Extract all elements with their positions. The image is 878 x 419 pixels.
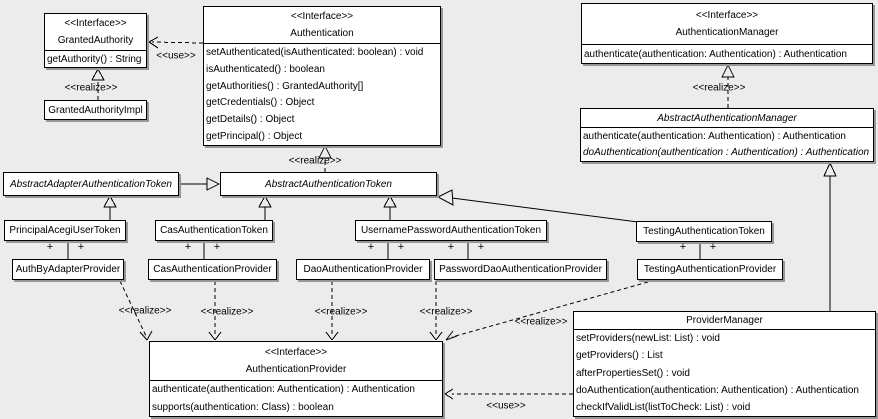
assoc-plus: + [397,241,405,253]
label-realize-abstract-token: <<realize>> [288,155,342,167]
method: checkIfValidList(listToCheck: List) : vo… [576,401,751,413]
edge-gen-adapter-token-to-abstract-token [179,177,221,191]
class-name: PrincipalAcegiUserToken [9,225,121,236]
class-name: CasAuthenticationProvider [153,264,272,275]
method: authenticate(authentication: Authenticat… [152,384,415,396]
class-provider-manager: ProviderManager setProviders(newList: Li… [573,311,876,417]
class-username-password-authentication-token: UsernamePasswordAuthenticationToken [355,220,547,241]
class-name: AbstractAuthenticationManager [657,112,797,124]
method: getPrincipal() : Object [206,131,303,143]
method: doAuthentication(authentication: Authent… [576,384,859,396]
class-abstract-adapter-authentication-token: AbstractAdapterAuthenticationToken [3,172,179,196]
class-name: DaoAuthenticationProvider [303,264,423,275]
edge-gen-principal-token-to-adapter-token [103,194,117,220]
class-name: ProviderManager [686,314,763,326]
method: getDetails() : Object [206,114,295,126]
method: getAuthority() : String [47,53,142,65]
label-realize-testingprovider: <<realize>> [514,316,568,328]
assoc-plus: + [213,241,221,253]
assoc-plus: + [679,241,687,253]
class-authentication: <<Interface>> Authentication setAuthenti… [203,6,441,146]
class-granted-authority-impl: GrantedAuthorityImpl [44,100,147,120]
class-granted-authority: <<Interface>> GrantedAuthority getAuthor… [44,13,147,68]
class-cas-authentication-provider: CasAuthenticationProvider [148,259,277,280]
assoc-plus: + [709,241,717,253]
method: afterPropertiesSet() : void [576,367,690,379]
label-realize-passworddao: <<realize>> [419,306,473,318]
class-name: AbstractAuthenticationToken [265,178,392,190]
assoc-plus: + [477,241,485,253]
edge-gen-provider-manager-to-abstract-auth-manager [823,161,837,311]
method: authenticate(authentication: Authenticat… [583,130,846,142]
method: setProviders(newList: List) : void [576,333,720,345]
method: getAuthorities() : GrantedAuthority[] [206,80,364,92]
class-name: Authentication [290,28,354,39]
class-cas-authentication-token: CasAuthenticationToken [155,220,273,241]
class-password-dao-authentication-provider: PasswordDaoAuthenticationProvider [434,259,607,280]
class-name: AbstractAdapterAuthenticationToken [10,178,172,190]
class-testing-authentication-token: TestingAuthenticationToken [636,221,772,242]
class-name: GrantedAuthority [57,35,134,46]
method: getCredentials() : Object [206,97,315,109]
class-authentication-manager: <<Interface>> AuthenticationManager auth… [581,3,873,64]
arrow-use-authentication-grantedauthority [148,36,159,49]
class-principal-acegi-user-token: PrincipalAcegiUserToken [4,220,126,241]
class-authentication-provider: <<Interface>> AuthenticationProvider aut… [149,341,443,417]
method: authenticate(authentication: Authenticat… [584,48,847,60]
stereotype: <<Interface>> [290,11,354,22]
class-name: TestingAuthenticationToken [643,226,765,237]
edge-gen-cas-token-to-abstract-token [258,194,272,220]
method: getProviders() : List [576,350,663,362]
label-use-provider-manager: <<use>> [486,400,526,412]
label-use-grantedauthority: <<use>> [156,50,196,62]
label-realize-casprovider: <<realize>> [200,306,254,318]
stereotype: <<Interface>> [264,347,328,358]
method: setAuthenticated(isAuthenticated: boolea… [206,46,424,58]
method: isAuthenticated() : boolean [206,63,325,75]
class-abstract-authentication-token: AbstractAuthenticationToken [220,172,437,196]
label-realize-authbyadapter: <<realize>> [118,305,172,317]
edge-use-authentication-grantedauthority [151,41,204,44]
class-name: UsernamePasswordAuthenticationToken [360,225,542,236]
label-realize-abstract-auth-manager: <<realize>> [692,82,746,94]
edge-gen-username-token-to-abstract-token [383,194,397,220]
edge-use-provider-manager-authprovider [444,388,573,400]
class-name: PasswordDaoAuthenticationProvider [439,264,602,275]
class-name: AuthenticationProvider [245,364,347,375]
stereotype: <<Interface>> [64,18,127,29]
assoc-plus: + [46,241,54,253]
stereotype: <<Interface>> [695,10,759,21]
class-auth-by-adapter-provider: AuthByAdapterProvider [12,259,124,280]
class-name: CasAuthenticationToken [160,225,268,236]
label-realize-daoprovider: <<realize>> [314,306,368,318]
class-dao-authentication-provider: DaoAuthenticationProvider [296,259,430,280]
class-testing-authentication-provider: TestingAuthenticationProvider [637,259,783,280]
class-name: AuthenticationManager [675,27,779,38]
assoc-plus: + [184,241,192,253]
label-realize-grantedauthorityimpl: <<realize>> [64,82,118,94]
assoc-plus: + [77,241,85,253]
method: supports(authentication: Class) : boolea… [152,401,334,413]
assoc-plus: + [447,241,455,253]
class-name: AuthByAdapterProvider [15,264,121,275]
edge-gen-testing-token-to-abstract-token [436,189,639,223]
assoc-plus: + [367,241,375,253]
method-abstract: doAuthentication(authentication : Authen… [583,147,870,159]
class-name: GrantedAuthorityImpl [48,104,143,116]
class-name: TestingAuthenticationProvider [643,264,777,275]
class-abstract-authentication-manager: AbstractAuthenticationManager authentica… [580,108,874,162]
